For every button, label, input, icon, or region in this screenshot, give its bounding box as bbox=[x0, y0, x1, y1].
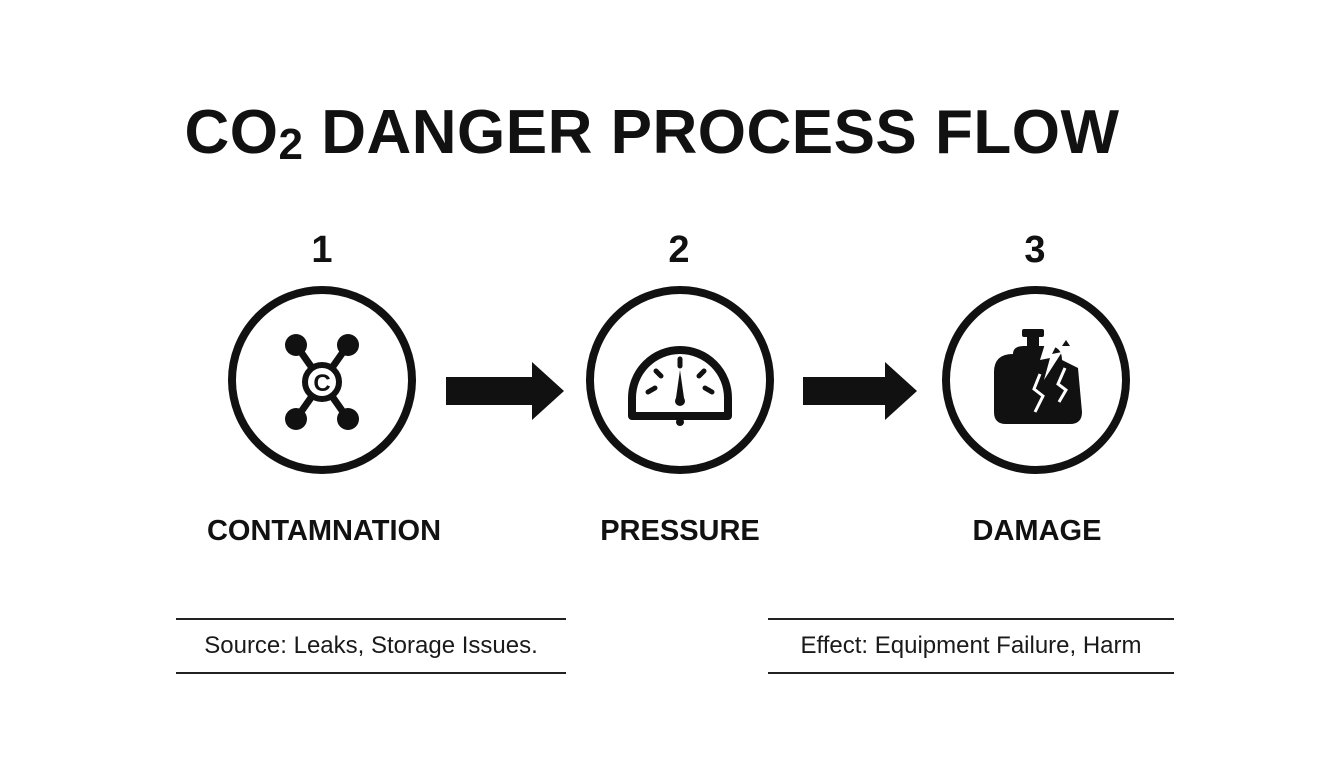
effect-note-text: Effect: Equipment Failure, Harm bbox=[800, 632, 1142, 659]
note-divider-bottom bbox=[768, 672, 1174, 674]
step-1-number: 1 bbox=[311, 229, 333, 271]
pressure-gauge-icon bbox=[628, 346, 732, 426]
step-2-number: 2 bbox=[668, 229, 690, 271]
step-3-label: DAMAGE bbox=[972, 515, 1102, 547]
step-2-label: PRESSURE bbox=[600, 515, 760, 547]
effect-note: Effect: Equipment Failure, Harm bbox=[768, 618, 1174, 674]
source-note: Source: Leaks, Storage Issues. bbox=[176, 618, 566, 674]
title-co: CO bbox=[184, 98, 279, 167]
diagram-title: CO2 DANGER PROCESS FLOW bbox=[0, 98, 1304, 174]
arrow-right-icon bbox=[803, 362, 917, 420]
note-divider-bottom bbox=[176, 672, 566, 674]
step-1-circle: C bbox=[228, 286, 416, 474]
note-divider-top bbox=[176, 618, 566, 620]
molecule-center-letter: C bbox=[313, 370, 330, 397]
arrow-right-icon bbox=[446, 362, 564, 420]
note-divider-top bbox=[768, 618, 1174, 620]
title-rest: DANGER PROCESS FLOW bbox=[303, 98, 1120, 167]
cracked-cylinder-icon bbox=[994, 329, 1082, 424]
molecule-icon: C bbox=[285, 334, 359, 430]
step-3-circle bbox=[942, 286, 1130, 474]
step-1-label: CONTAMNATION bbox=[206, 515, 442, 547]
step-3-number: 3 bbox=[1024, 229, 1046, 271]
source-note-text: Source: Leaks, Storage Issues. bbox=[204, 632, 538, 659]
step-2-circle bbox=[586, 286, 774, 474]
title-subscript: 2 bbox=[278, 120, 304, 169]
